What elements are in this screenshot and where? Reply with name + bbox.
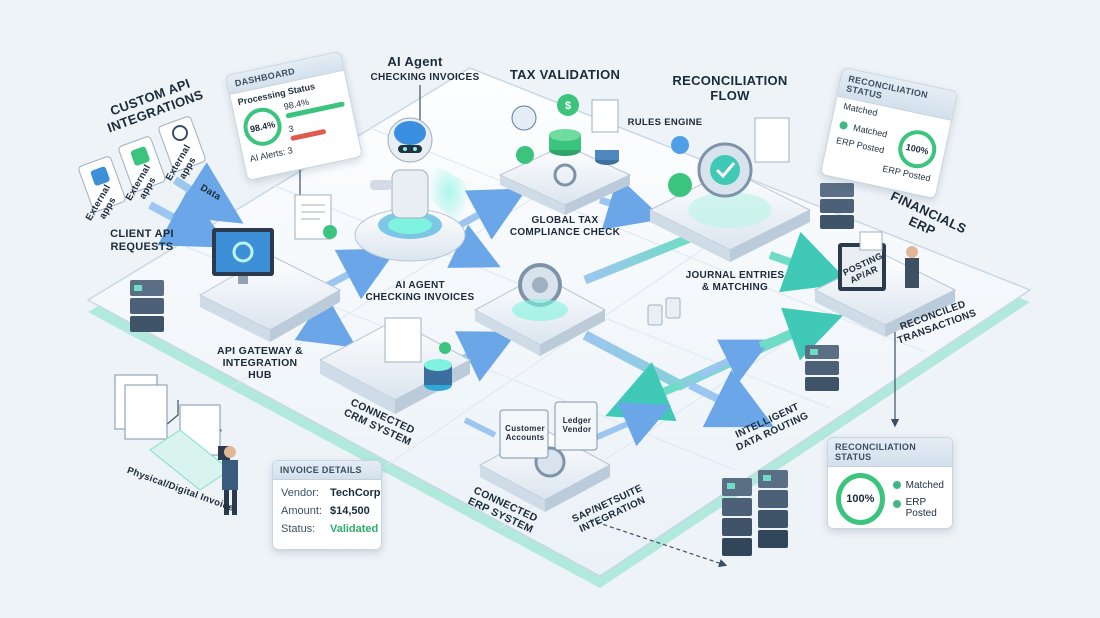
ai-agent-top-sub-label: Checking Invoices — [370, 72, 480, 83]
rules-engine-label: Rules Engine — [627, 117, 703, 128]
storage-icon-center — [647, 297, 681, 326]
matched-check-icon — [838, 120, 849, 131]
ledger-vendor-label: Ledger Vendor — [562, 416, 592, 435]
api-gateway-label: API Gateway & Integration Hub — [217, 345, 303, 382]
vendor-label: Vendor: — [281, 487, 319, 499]
tax-validation-label: Tax Validation — [509, 67, 621, 82]
server-rack-left — [130, 280, 164, 332]
status-label: Status: — [281, 523, 316, 535]
recon-bottom-erp: ERP Posted — [905, 496, 937, 519]
invoice-documents — [114, 374, 238, 515]
server-rack-right-top — [820, 183, 854, 229]
crm-node — [318, 317, 472, 414]
reconciliation-node — [648, 117, 812, 262]
global-tax-label: Global Tax Compliance Check — [509, 215, 621, 238]
customer-accounts-label: Customer Accounts — [505, 424, 545, 443]
reconciliation-status-card-bottom: Reconciliation Status 100% Matched ERP P… — [827, 437, 953, 529]
svg-text:$: $ — [565, 100, 571, 112]
server-rack-right-mid — [805, 345, 839, 391]
client-api-label: Client API Requests — [110, 228, 174, 253]
matched-dot-icon — [892, 481, 901, 489]
status-value: Validated — [329, 523, 379, 535]
document-icon-top — [294, 194, 337, 240]
tax-validation-node: $ — [498, 94, 632, 215]
ai-agent-top-label: AI Agent — [387, 54, 443, 69]
amount-label: Amount: — [281, 505, 322, 517]
erp-posted-dot-icon — [892, 499, 901, 508]
recon-bottom-matched: Matched — [905, 479, 944, 491]
data-flow-arrows — [148, 85, 900, 568]
invoice-title: Invoice Details — [273, 461, 381, 480]
recon-bottom-ring: 100% — [836, 473, 885, 525]
server-stack-bottom — [722, 470, 788, 556]
journal-entries-label: Journal Entries & Matching — [685, 270, 785, 293]
ai-agent-node — [354, 117, 470, 262]
central-routing-node — [473, 263, 607, 356]
vendor-value: TechCorp — [329, 487, 381, 499]
external-apps-cards — [78, 116, 206, 212]
nodes: $ — [78, 94, 957, 556]
erp-node — [478, 401, 612, 512]
invoice-details-card: Invoice Details Vendor: TechCorp Amount: $… — [272, 460, 382, 550]
api-gateway-node — [198, 228, 342, 342]
recon-bottom-title: Reconciliation Status — [828, 438, 952, 467]
reconciliation-flow-label: Reconciliation Flow — [672, 73, 788, 103]
processing-ring: 98.4% — [240, 104, 286, 150]
financials-erp-node — [813, 231, 957, 337]
ai-agent-mid-label: AI Agent Checking Invoices — [365, 280, 475, 303]
amount-value: $14,500 — [329, 505, 370, 517]
